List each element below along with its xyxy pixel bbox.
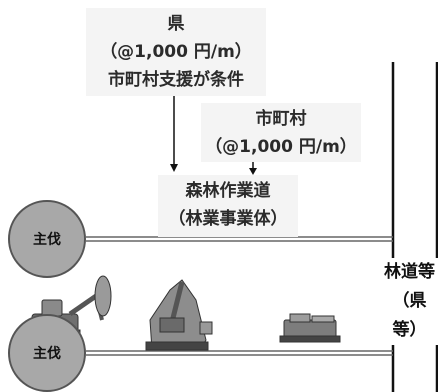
main-logging-label: 主伐: [33, 346, 61, 362]
excavator-icon: [145, 279, 213, 351]
forest-work-road-line2: （林業事業体）: [168, 209, 288, 229]
main-logging-circle-upper: 主伐: [8, 200, 86, 278]
forest-work-road-box: 森林作業道 （林業事業体）: [158, 175, 298, 237]
main-logging-circle-lower: 主伐: [8, 314, 86, 392]
forest-road-label-line2: （県等）: [392, 291, 427, 340]
municipality-box: 市町村 （@1,000 円/m）: [201, 103, 361, 162]
prefecture-box-line2: （@1,000 円/m）: [100, 42, 252, 62]
arrow-municipality-to-road: [249, 160, 257, 175]
prefecture-box: 県 （@1,000 円/m） 市町村支援が条件: [86, 8, 266, 96]
prefecture-box-line3: 市町村支援が条件: [108, 70, 244, 90]
municipality-box-line1: 市町村: [255, 109, 307, 129]
forest-road-label-line1: 林道等: [384, 262, 435, 282]
forest-road-label: 林道等 （県等）: [381, 258, 438, 345]
municipality-box-line2: （@1,000 円/m）: [205, 137, 357, 157]
forwarder-icon: [279, 313, 341, 343]
forest-work-road-line1: 森林作業道: [185, 181, 271, 201]
prefecture-box-line1: 県: [167, 14, 185, 34]
arrow-prefecture-to-road: [170, 94, 178, 172]
main-logging-label: 主伐: [33, 232, 61, 248]
